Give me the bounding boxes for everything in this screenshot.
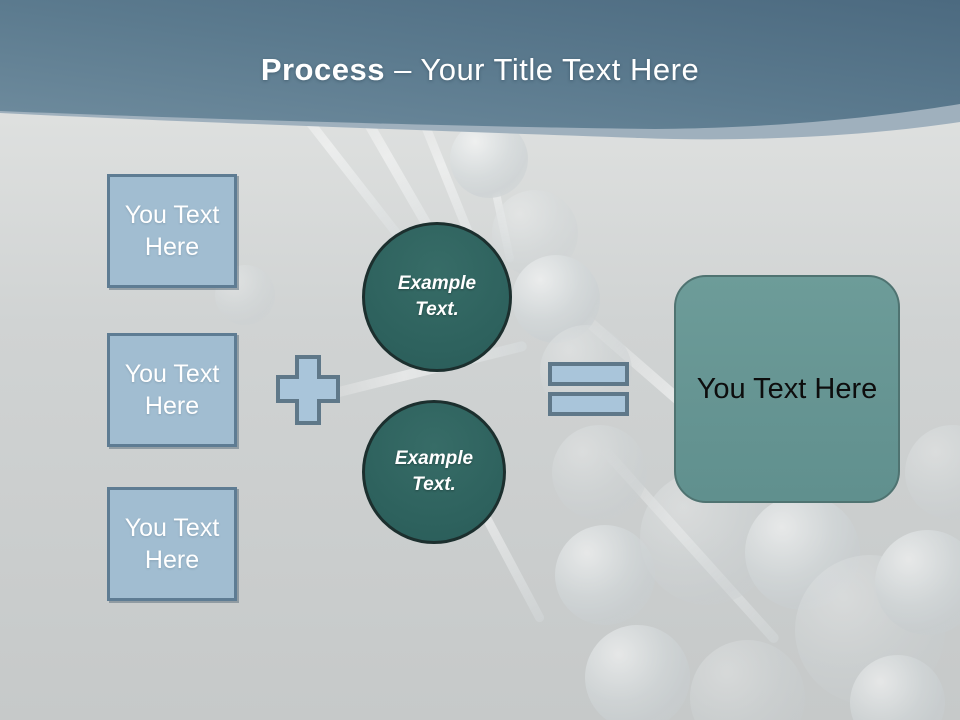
equals-icon (548, 392, 629, 416)
example-circle-1-label: Example Text. (397, 273, 477, 320)
input-box-2-label: You Text Here (124, 360, 220, 420)
example-circle-2-label: Example Text. (394, 448, 474, 495)
plus-icon (276, 355, 340, 430)
dna-sphere (850, 655, 945, 720)
title-emphasis: Process (260, 52, 385, 87)
slide-title: Process – Your Title Text Here (0, 52, 960, 88)
dna-sphere (512, 255, 600, 343)
dna-sphere (745, 495, 860, 610)
dna-sphere (555, 525, 655, 625)
input-box-3: You Text Here (107, 487, 237, 601)
dna-sphere (795, 555, 945, 705)
header-wave-blue (0, 0, 960, 129)
input-box-1: You Text Here (107, 174, 237, 288)
input-box-3-label: You Text Here (124, 514, 220, 574)
example-circle-2: Example Text. (362, 400, 506, 544)
dna-sphere (585, 625, 690, 720)
example-circle-1: Example Text. (362, 222, 512, 372)
dna-sphere (492, 190, 578, 276)
equals-icon (548, 362, 629, 386)
input-box-1-label: You Text Here (124, 201, 220, 261)
result-box: You Text Here (674, 275, 900, 503)
dna-sphere (690, 640, 805, 720)
header-band (0, 0, 960, 140)
dna-sphere (875, 530, 960, 635)
dna-sphere (905, 425, 960, 520)
result-box-label: You Text Here (696, 372, 878, 405)
dna-sphere (552, 425, 647, 520)
title-rest: – Your Title Text Here (394, 52, 700, 87)
input-box-2: You Text Here (107, 333, 237, 447)
